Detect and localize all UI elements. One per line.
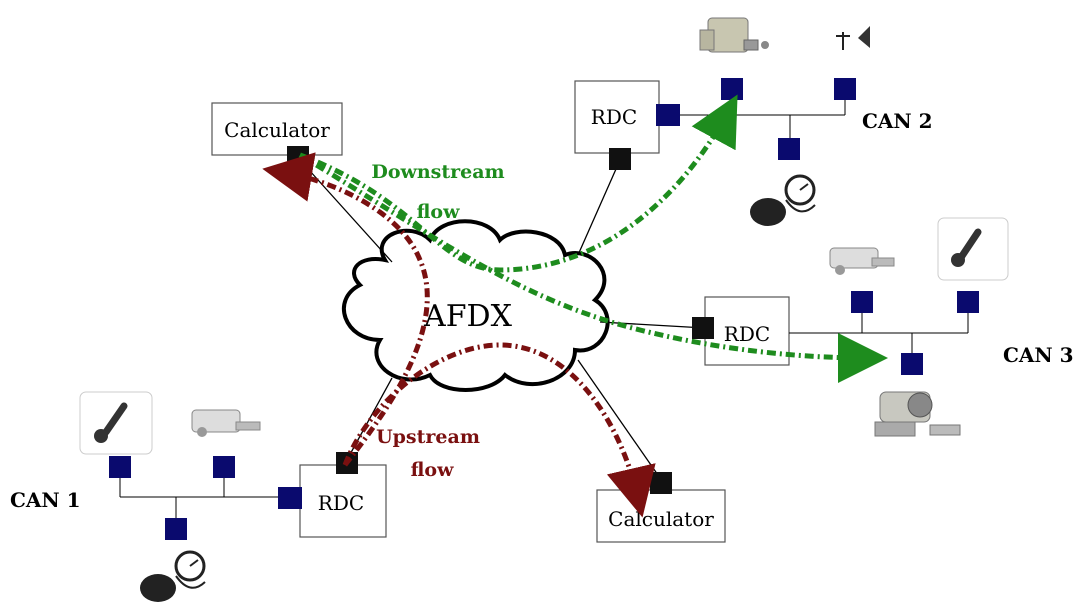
can-node	[721, 78, 743, 100]
downstream-arrow-can3	[298, 152, 888, 383]
can1-label: CAN 1	[10, 488, 81, 512]
can-node	[834, 78, 856, 100]
can3-bus: CAN 3	[789, 217, 1074, 437]
can-node	[213, 456, 235, 478]
downstream-arrow-can2	[299, 94, 738, 273]
upstream-label-line1: Upstream	[376, 426, 480, 448]
can-node	[109, 456, 131, 478]
thermometer-icon	[79, 391, 153, 455]
can-port	[278, 487, 302, 509]
link-rdc-middle	[599, 321, 706, 329]
pressure-gauge-icon	[140, 550, 206, 602]
downstream-flow	[298, 94, 888, 383]
link-calculator-bottom	[577, 359, 661, 479]
downstream-label-line2: flow	[417, 201, 460, 223]
valve-icon	[699, 17, 769, 53]
can3-label: CAN 3	[1003, 343, 1074, 367]
valve-icon	[874, 391, 961, 437]
calculator-bottom-node: Calculator	[596, 472, 726, 543]
can-node	[957, 291, 979, 313]
actuator-icon	[191, 409, 261, 437]
calculator-top-label: Calculator	[224, 118, 330, 142]
can2-bus: CAN 2	[680, 17, 933, 226]
switch-port	[692, 317, 714, 339]
rdc-bottom-node: RDC	[278, 452, 387, 538]
upstream-arrow-calculator-bottom	[342, 342, 656, 518]
upstream-arrow-calculator-top	[262, 152, 430, 467]
calculator-bottom-label: Calculator	[608, 507, 714, 531]
antenna-icon	[836, 26, 870, 50]
afdx-cloud: AFDX	[341, 219, 610, 392]
rdc-top-label: RDC	[591, 105, 637, 129]
calculator-top-node: Calculator	[211, 102, 343, 168]
can-node	[165, 518, 187, 540]
can-node	[778, 138, 800, 160]
actuator-icon	[829, 247, 895, 275]
can2-label: CAN 2	[862, 109, 933, 133]
can1-bus: CAN 1	[10, 391, 278, 602]
upstream-label-line2: flow	[411, 459, 454, 481]
afdx-label: AFDX	[423, 299, 513, 334]
pressure-gauge-icon	[750, 174, 816, 226]
downstream-label-line1: Downstream	[371, 161, 504, 183]
switch-port	[650, 472, 672, 494]
can-port	[656, 104, 680, 126]
rdc-middle-label: RDC	[724, 322, 770, 346]
switch-port	[609, 148, 631, 170]
can-node	[851, 291, 873, 313]
link-rdc-top	[577, 159, 621, 256]
rdc-bottom-label: RDC	[318, 491, 364, 515]
thermometer-icon	[937, 217, 1009, 281]
upstream-flow	[262, 152, 656, 518]
can-node	[901, 353, 923, 375]
rdc-top-node: RDC	[574, 80, 680, 170]
